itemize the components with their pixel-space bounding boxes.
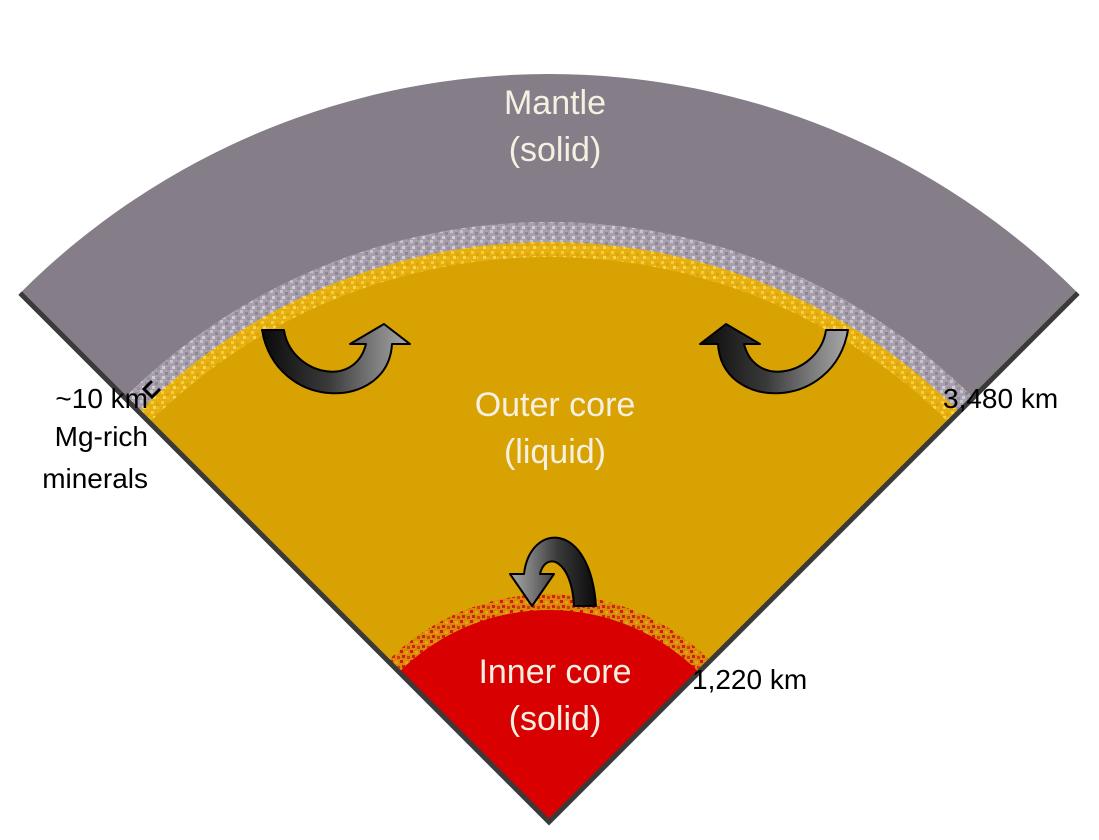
thickness-label: ~10 km xyxy=(55,383,148,414)
mineral-label-line2: minerals xyxy=(42,463,148,494)
mantle-name-label: Mantle xyxy=(504,84,606,122)
sector-outline xyxy=(18,291,1080,826)
outer-core-name-label: Outer core xyxy=(475,386,636,424)
mineral-label-line1: Mg-rich xyxy=(55,421,148,452)
cmb-radius-label: 3,480 km xyxy=(943,383,1058,414)
inner-core-region xyxy=(399,610,699,822)
icb-radius-label: 1,220 km xyxy=(692,664,807,695)
outer-core-state-label: (liquid) xyxy=(504,433,606,471)
sector-edges xyxy=(18,291,1080,826)
inner-core-state-label: (solid) xyxy=(509,700,602,738)
convection-arrows xyxy=(261,323,849,607)
bracket-icon xyxy=(141,379,162,400)
curved-arrow-icon xyxy=(699,323,849,395)
curved-arrow-icon xyxy=(261,323,411,395)
curved-arrow-icon xyxy=(509,536,597,607)
inner-core-name-label: Inner core xyxy=(478,653,631,691)
mantle-state-label: (solid) xyxy=(509,131,602,169)
